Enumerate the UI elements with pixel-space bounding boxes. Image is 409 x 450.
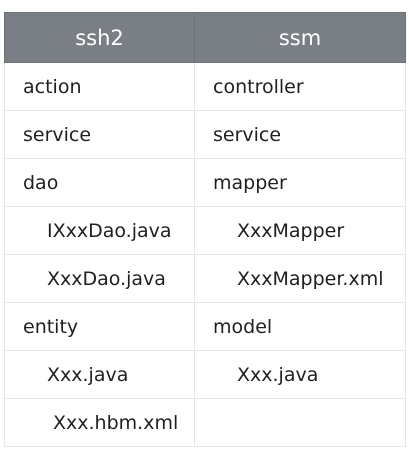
table-body: action controller service service dao ma… xyxy=(4,62,406,447)
cell-ssh2: service xyxy=(4,110,195,159)
cell-ssm: service xyxy=(194,110,406,159)
comparison-table: ssh2 ssm action controller service servi… xyxy=(4,12,406,447)
table-header: ssh2 ssm xyxy=(4,12,406,63)
table-row: entity model xyxy=(4,302,406,351)
cell-ssm: controller xyxy=(194,62,406,111)
table-row: dao mapper xyxy=(4,158,406,207)
cell-ssm: model xyxy=(194,302,406,351)
header-row: ssh2 ssm xyxy=(4,12,406,63)
cell-ssh2: dao xyxy=(4,158,195,207)
cell-ssm: XxxMapper xyxy=(194,206,406,255)
cell-ssm: mapper xyxy=(194,158,406,207)
table-row: action controller xyxy=(4,62,406,111)
table-row: Xxx.java Xxx.java xyxy=(4,350,406,399)
table-row: service service xyxy=(4,110,406,159)
table-row: Xxx.hbm.xml xyxy=(4,398,406,447)
cell-ssh2: Xxx.java xyxy=(4,350,195,399)
cell-ssh2: Xxx.hbm.xml xyxy=(4,398,195,447)
header-ssm: ssm xyxy=(194,12,406,63)
cell-ssh2: XxxDao.java xyxy=(4,254,195,303)
cell-ssm: Xxx.java xyxy=(194,350,406,399)
cell-ssh2: entity xyxy=(4,302,195,351)
table-row: IXxxDao.java XxxMapper xyxy=(4,206,406,255)
comparison-table-container: ssh2 ssm action controller service servi… xyxy=(4,12,406,447)
cell-ssm: XxxMapper.xml xyxy=(194,254,406,303)
header-ssh2: ssh2 xyxy=(4,12,195,63)
cell-ssh2: IXxxDao.java xyxy=(4,206,195,255)
cell-ssh2: action xyxy=(4,62,195,111)
cell-ssm xyxy=(194,398,406,447)
table-row: XxxDao.java XxxMapper.xml xyxy=(4,254,406,303)
